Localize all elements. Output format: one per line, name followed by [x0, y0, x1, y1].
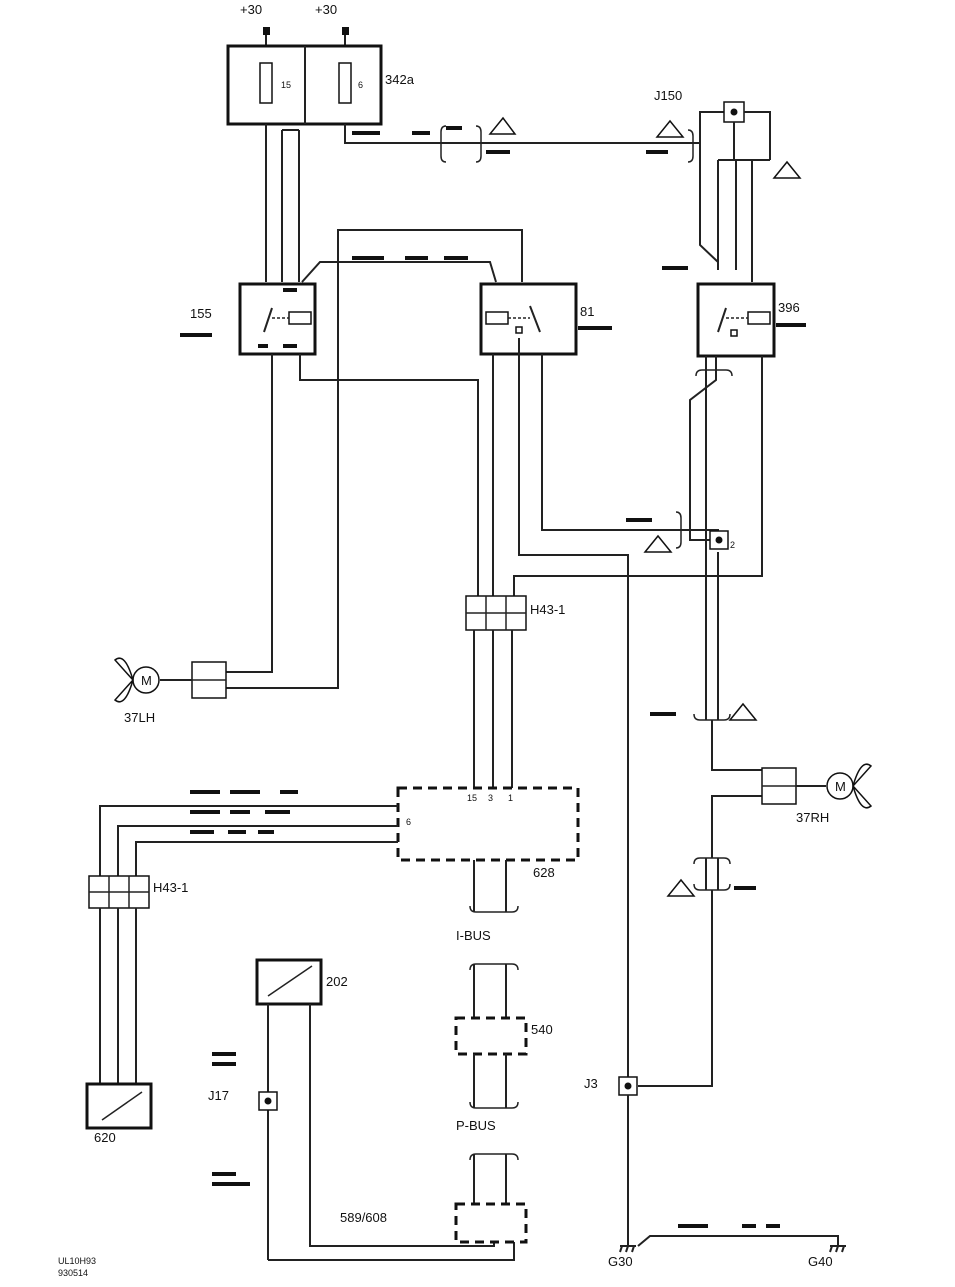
mid-wiring: 2: [226, 338, 763, 1078]
connector-lower-label: H43-1: [153, 880, 188, 895]
supply-label-left: +30: [240, 2, 262, 17]
module-540-label: 540: [531, 1022, 553, 1037]
footer-date: 930514: [58, 1268, 88, 1278]
supply-terminal-right: [342, 27, 349, 35]
module-540: 540 P-BUS: [454, 1016, 553, 1204]
relay-155: 155: [180, 282, 317, 356]
supply-terminals: +30 +30: [240, 2, 349, 46]
relay-396: 396: [696, 282, 806, 358]
upper-wiring: [265, 111, 724, 380]
relay-81: 81: [479, 282, 612, 356]
cu-pin-6: 6: [406, 817, 411, 827]
motor-left-symbol: M: [141, 673, 152, 688]
connector-h43-1-upper: H43-1: [465, 595, 565, 790]
pin-label-2: 2: [730, 540, 735, 550]
connector-h43-1-lower: H43-1: [88, 875, 188, 1084]
junction-j150: J150: [654, 88, 802, 282]
ground-g30: G30: [608, 1245, 636, 1269]
fuse-box-label: 342a: [385, 72, 415, 87]
fuse-6: [338, 62, 352, 104]
ground-g40-label: G40: [808, 1254, 833, 1269]
fuse-15-label: 15: [281, 80, 291, 90]
control-unit-628: 15 3 1 6 628 I-BUS: [396, 786, 580, 1018]
cu-pin-3: 3: [488, 793, 493, 803]
relay-81-label: 81: [580, 304, 594, 319]
module-589-label: 589/608: [340, 1210, 387, 1225]
relay-396-label: 396: [778, 300, 800, 315]
ground-g30-label: G30: [608, 1254, 633, 1269]
junction-j17-label: J17: [208, 1088, 229, 1103]
connector-upper-label: H43-1: [530, 602, 565, 617]
cu-pin-15: 15: [467, 793, 477, 803]
junction-j150-label: J150: [654, 88, 682, 103]
footer: UL10H93 930514: [58, 1256, 96, 1278]
junction-j3-label: J3: [584, 1076, 598, 1091]
fuse-6-label: 6: [358, 80, 363, 90]
fan-37lh: M 37LH: [113, 657, 227, 725]
cu-pin-1: 1: [508, 793, 513, 803]
ground-g40: G40: [808, 1245, 846, 1269]
ibus-label: I-BUS: [456, 928, 491, 943]
fuse-box-342a: 15 6 342a: [226, 44, 415, 126]
sensor-620-label: 620: [94, 1130, 116, 1145]
fan-37rh-label: 37RH: [796, 810, 829, 825]
relay-155-label: 155: [190, 306, 212, 321]
module-589-608: 589/608: [340, 1202, 528, 1244]
sensor-620: 620: [85, 1082, 153, 1145]
junction-j3: J3: [584, 1076, 839, 1247]
footer-code: UL10H93: [58, 1256, 96, 1266]
fuse-15: [259, 62, 273, 104]
right-lower-connector: [638, 857, 756, 1087]
cu-left-wiring: [99, 790, 398, 876]
supply-terminal-left: [263, 27, 270, 35]
fan-37lh-label: 37LH: [124, 710, 155, 725]
supply-label-right: +30: [315, 2, 337, 17]
sensor-202: 202: [255, 958, 515, 1261]
control-unit-628-label: 628: [533, 865, 555, 880]
motor-right-symbol: M: [835, 779, 846, 794]
pbus-label: P-BUS: [456, 1118, 496, 1133]
fan-37rh: M 37RH: [761, 763, 873, 825]
junction-j17: J17: [208, 1052, 278, 1186]
sensor-202-label: 202: [326, 974, 348, 989]
